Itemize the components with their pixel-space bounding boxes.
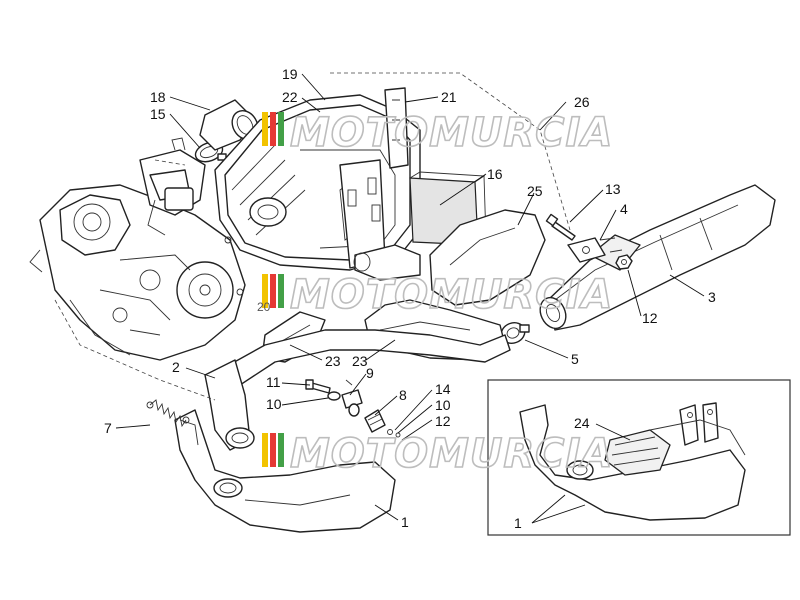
silencer — [539, 184, 776, 331]
filter-cover — [429, 209, 546, 306]
watermark-stripe — [262, 433, 268, 467]
watermark-text: MOTOMURCIA — [290, 110, 613, 156]
watermark-stripe — [278, 112, 284, 146]
watermark-stripe — [270, 274, 276, 308]
intake-duct — [353, 244, 421, 281]
callout-24: 24 — [574, 415, 590, 431]
callout-4: 4 — [620, 201, 628, 217]
watermark-stripe — [262, 112, 268, 146]
airbox-cover-bracket — [384, 87, 409, 169]
callout-19: 19 — [282, 66, 298, 82]
hardware-washer-10 — [327, 391, 341, 401]
callout-22: 22 — [282, 89, 298, 105]
watermark-stripe — [262, 274, 268, 308]
callout-7: 7 — [104, 420, 112, 436]
watermark-stripe — [278, 274, 284, 308]
silencer-bracket-plate — [567, 237, 606, 263]
callout-18: 18 — [150, 89, 166, 105]
watermark-bottom: MOTOMURCIA — [262, 430, 613, 478]
exhaust-spring — [146, 399, 190, 428]
inset-alternative-exhaust — [487, 379, 791, 536]
engine-block — [29, 184, 246, 361]
watermark-stripe — [270, 433, 276, 467]
watermark-text: MOTOMURCIA — [290, 431, 613, 477]
watermark-stripe — [270, 112, 276, 146]
callout-25: 25 — [527, 183, 543, 199]
callout-26: 26 — [574, 94, 590, 110]
callout-3: 3 — [708, 289, 716, 305]
callout-1-inset: 1 — [514, 515, 522, 531]
callout-13: 13 — [605, 181, 621, 197]
leader-lines — [115, 73, 705, 524]
callout-10-right: 10 — [435, 397, 451, 413]
callout-21: 21 — [441, 89, 457, 105]
callout-5: 5 — [571, 351, 579, 367]
intake-sleeve — [199, 99, 259, 151]
callout-11: 11 — [266, 374, 281, 390]
silencer-nut — [615, 254, 633, 270]
callout-23-right: 23 — [352, 353, 368, 369]
watermark-top: MOTOMURCIA — [262, 109, 613, 157]
callout-23-left: 23 — [325, 353, 341, 369]
watermark-text: MOTOMURCIA — [290, 272, 613, 318]
callout-labels: 19 22 21 18 15 26 16 25 13 4 3 12 5 20 2… — [104, 66, 716, 531]
callout-20: 20 — [257, 300, 271, 314]
exhaust-connecting-pipe — [219, 329, 511, 386]
bracket-bolt — [545, 213, 576, 241]
hardware-spacer — [348, 403, 360, 417]
callout-9: 9 — [366, 365, 374, 381]
callout-12-hardware: 12 — [435, 413, 451, 429]
callout-2: 2 — [172, 359, 180, 375]
hardware-spring-8 — [364, 409, 386, 433]
callout-8: 8 — [399, 387, 407, 403]
exhaust-downpipe — [204, 359, 255, 451]
callout-16: 16 — [487, 166, 503, 182]
dashed-guide-lines — [54, 72, 571, 401]
callout-10-left: 10 — [266, 396, 282, 412]
watermark-middle: MOTOMURCIA — [262, 271, 613, 319]
callout-1-main: 1 — [401, 514, 409, 530]
carburetor-assembly — [139, 137, 206, 236]
exhaust-expansion-chamber — [174, 409, 396, 533]
hardware-bolt-11 — [305, 379, 331, 394]
callout-12-silencer: 12 — [642, 310, 658, 326]
callout-14: 14 — [435, 381, 451, 397]
watermark-stripe — [278, 433, 284, 467]
callout-15: 15 — [150, 106, 166, 122]
